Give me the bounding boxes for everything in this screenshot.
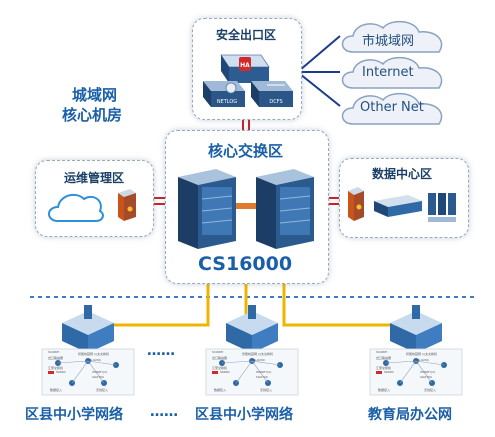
link-to-metro-cloud [299, 35, 341, 71]
internet-cloud-label: Internet [362, 65, 414, 80]
branch-label-left: 区县中小学网络 [25, 407, 123, 423]
netlog-label: NETLOG [217, 99, 237, 105]
ops-zone-title: 运维管理区 [64, 171, 125, 185]
firewall-device-icon: HA [220, 54, 270, 83]
internet-cloud-icon [341, 56, 443, 89]
core-switch-right-icon [256, 169, 314, 249]
core-switch-left-icon [178, 169, 236, 249]
metro-cloud-label: 市城域网 [362, 34, 415, 49]
branch-left-text-5: 汇聚交换机 [48, 366, 64, 370]
core-switch-model: CS16000 [198, 253, 293, 275]
branch-right-text-6: S6800 [384, 370, 394, 374]
netlog-device-icon: NETLOG [203, 81, 245, 107]
ellipsis-upper: …… [147, 343, 175, 359]
branch-center-text-9: 数据接入 [214, 388, 227, 392]
branch-right-text-2: 智能校园网 以太交换机 [406, 352, 437, 356]
branch-right-text-4: CS-6200 [416, 358, 429, 362]
branch-center-text-4: CS-6200 [252, 358, 265, 362]
branch-site-center [205, 305, 299, 396]
branch-right-text-8: SG6700 [420, 375, 432, 379]
metro-label-line1: 城域网 [72, 86, 118, 104]
branch-left-text-2: 智能校园网 以太交换机 [78, 352, 109, 356]
branch-topology-panel [205, 348, 299, 396]
cloud-management-icon [48, 193, 104, 222]
branch-right-text-3: 出口路由器 [376, 356, 392, 360]
branch-center-text-6: S6800 [220, 370, 230, 374]
branch-left-text-3: 出口路由器 [48, 356, 64, 360]
branch-label-center: 区县中小学网络 [195, 407, 293, 423]
branch-center-text-7: WOREY(2) [256, 370, 272, 374]
branch-right-text-1: SCORE! [376, 350, 388, 354]
ellipsis-lower: …… [150, 404, 178, 420]
yellow-link-left [96, 283, 210, 327]
branch-center-text-1: SCORE! [212, 350, 224, 354]
branch-left-text-10: 无线接入 [96, 388, 109, 392]
branch-left-text-1: SCORE! [48, 350, 60, 354]
othernet-cloud-icon [341, 92, 443, 125]
branch-topology-panel [41, 348, 135, 396]
branch-center-text-10: 无线接入 [260, 388, 273, 392]
svg-text:HA: HA [240, 62, 250, 69]
branch-left-text-6: S6800 [56, 370, 66, 374]
security-exit-zone: 安全出口区 HA NETLOG DCFS [192, 18, 302, 120]
branch-center-text-2: 智能校园网 以太交换机 [242, 352, 273, 356]
dc-equipment-icons [348, 187, 456, 222]
storage-array-icon [428, 193, 456, 222]
security-exit-zone-title: 安全出口区 [216, 28, 277, 42]
core-switching-zone: 核心交换区 CS16000 [165, 130, 329, 284]
dcfs-label: DCFS [269, 99, 282, 105]
branch-topology-panel [369, 348, 463, 396]
data-center-zone: 数据中心区 [339, 158, 469, 238]
branch-right-text-5: 汇聚交换机 [376, 366, 392, 370]
ops-management-zone: 运维管理区 [35, 160, 154, 237]
metro-cloud-icon [341, 20, 443, 53]
branch-center-text-5: 汇聚交换机 [212, 366, 228, 370]
branch-center-text-3: 出口路由器 [212, 356, 228, 360]
branch-building-icon [390, 305, 442, 353]
branch-left-text-8: SG6700 [92, 375, 104, 379]
security-devices: HA NETLOG DCFS [203, 54, 293, 107]
metro-label-line2: 核心机房 [62, 106, 123, 124]
dc-server-icon [348, 187, 364, 221]
yellow-link-right [282, 283, 392, 327]
branch-right-text-10: 无线接入 [424, 388, 437, 392]
branch-building-icon [226, 305, 278, 353]
branch-right-text-9: 数据接入 [378, 388, 391, 392]
branch-label-right: 教育局办公网 [368, 407, 452, 423]
branch-center-text-8: SG6700 [256, 375, 268, 379]
switch-interconnect [236, 203, 256, 209]
core-zone-title: 核心交换区 [208, 142, 284, 160]
branch-right-text-7: WOREY(2) [420, 370, 436, 374]
dcfs-device-icon: DCFS [251, 81, 293, 107]
core-switches [178, 169, 314, 249]
dc-zone-title: 数据中心区 [372, 167, 433, 181]
link-to-othernet-cloud [299, 73, 341, 107]
branch-building-icon [62, 305, 114, 353]
branch-left-text-7: WOREY(2) [92, 370, 108, 374]
branch-left-text-9: 数据接入 [50, 388, 63, 392]
branch-left-text-4: CS-6200 [88, 358, 101, 362]
othernet-cloud-label: Other Net [360, 100, 424, 115]
branch-site-left [41, 305, 135, 396]
branch-site-right [369, 305, 463, 396]
ops-server-icon [118, 189, 136, 221]
dc-switch-icon [374, 195, 422, 217]
